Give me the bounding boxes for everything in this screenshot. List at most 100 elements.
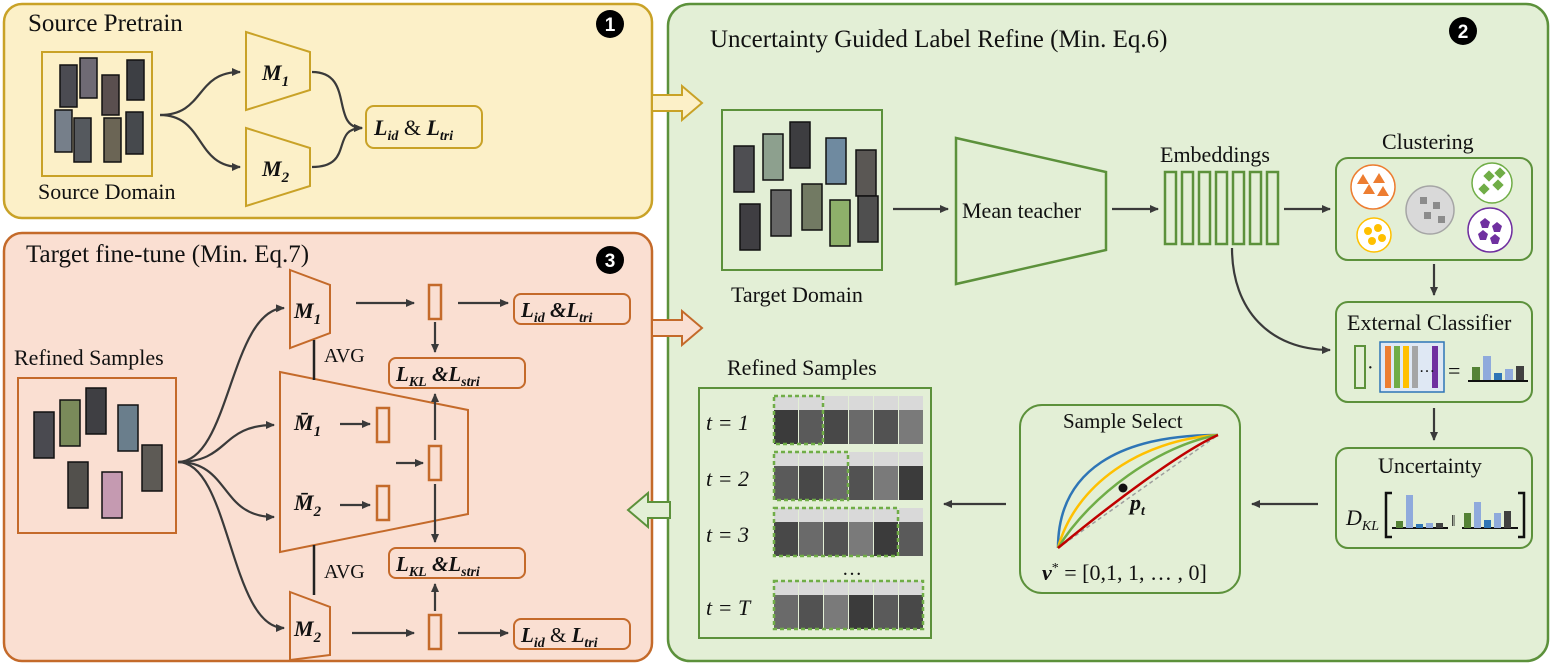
mean-teacher-label: Mean teacher [962, 198, 1082, 223]
refined-sample-umbrella [799, 581, 823, 595]
source-domain-label: Source Domain [38, 179, 175, 204]
avg-top-label: AVG [324, 345, 365, 367]
embeddings-bars [1163, 170, 1280, 246]
stage1-loss-box [365, 105, 483, 149]
refined-sample-umbrella [874, 452, 898, 466]
stage3-loss-kl-bottom-box [388, 547, 526, 579]
arrow-stage3-to-stage2 [651, 308, 704, 348]
refined-row-label: t = 1 [706, 410, 749, 435]
stage1-panel: Source Pretrain 1 Source Domain M1 M2 [2, 2, 654, 220]
kl-divergence-dists [1384, 491, 1526, 539]
svg-text:1: 1 [605, 15, 616, 36]
refined-sample-umbrella [799, 452, 823, 466]
arrow-samples-to-mbar1 [177, 421, 275, 464]
refined-row-label: t = 3 [706, 522, 749, 547]
refined-sample-umbrella [874, 508, 898, 522]
arrow-samples-to-m1 [177, 304, 285, 464]
mean-teacher-shape [954, 136, 1108, 286]
stage3-loss-top-label: Lid &Ltri [520, 298, 592, 326]
classifier-output-dist [1468, 356, 1528, 382]
svg-text:3: 3 [605, 251, 616, 272]
svg-text:2: 2 [1458, 22, 1469, 43]
refined-rows: t = 1 t = 2 t = 3 t = T [706, 394, 925, 631]
refined-sample-umbrella [899, 396, 923, 410]
stage3-feat-mean [427, 444, 443, 482]
kl-parallel: ‖ [1451, 513, 1456, 530]
refined-sample-umbrella [874, 581, 898, 595]
stage1-model2-shape [245, 126, 311, 208]
stage2-panel: Uncertainty Guided Label Refine (Min. Eq… [666, 2, 1550, 663]
arrow-source-to-m1 [159, 68, 241, 117]
arrow-stage2-to-stage3 [626, 490, 671, 530]
classifier-input-feature [1354, 345, 1366, 389]
refined-sample-umbrella [799, 508, 823, 522]
arrow-samples-to-mbar2 [177, 460, 275, 521]
refined-row-label: t = 2 [706, 466, 749, 491]
refined-sample-umbrella [849, 508, 873, 522]
stage3-loss-bottom-box [513, 618, 631, 650]
refined-sample-umbrella [849, 452, 873, 466]
stage3-mbar1-label: M̄1 [293, 410, 321, 440]
uncertainty-label: Uncertainty [1378, 453, 1482, 478]
refined-sample-umbrella [824, 396, 848, 410]
arrow-m1-to-loss [311, 70, 363, 132]
stage3-feat-mbar2 [375, 484, 391, 522]
refined-sample-umbrella [799, 396, 823, 410]
pt-point [1118, 483, 1128, 493]
refined-sample-umbrella [774, 581, 798, 595]
stage3-mbar2-label: M̄2 [293, 490, 322, 520]
stage1-title: Source Pretrain [28, 10, 183, 37]
stage3-refined-images [17, 377, 177, 534]
refined-sample-umbrella [774, 452, 798, 466]
refined-selection-highlight [772, 450, 850, 502]
stage3-title: Target fine-tune (Min. Eq.7) [26, 241, 309, 268]
classifier-dot-op: · [1367, 357, 1374, 379]
stage3-feat-mbar1 [375, 406, 391, 444]
stage3-feat-bottom [427, 613, 443, 651]
refined-sample-umbrella [824, 452, 848, 466]
clustering-box [1335, 157, 1533, 261]
classifier-equals: = [1448, 358, 1460, 383]
stage3-refined-samples-label: Refined Samples [14, 345, 164, 370]
stage2-badge: 2 [1449, 17, 1477, 45]
stage3-panel: Target fine-tune (Min. Eq.7) 3 Refined S… [2, 231, 654, 663]
arrow-samples-to-m2 [177, 460, 285, 632]
refined-sample-umbrella [899, 508, 923, 522]
refined-row-label: t = T [706, 595, 752, 620]
stage1-model1-label: M1 [261, 60, 289, 90]
refined-sample-umbrella [824, 508, 848, 522]
stage1-badge: 1 [596, 10, 624, 38]
refined-sample-umbrella [774, 396, 798, 410]
arrow-m2-to-loss [311, 124, 363, 169]
refined-sample-umbrella [849, 396, 873, 410]
dkl-label: DKL [1345, 505, 1379, 534]
avg-bottom-label: AVG [324, 561, 365, 583]
stage3-mean-model-shape [279, 370, 469, 554]
source-domain-images [41, 51, 153, 177]
refined-dots: … [842, 558, 862, 580]
stage1-loss-label: Lid & Ltri [373, 115, 453, 144]
classifier-dots: … [1419, 359, 1435, 376]
target-domain-images [721, 109, 883, 271]
stage3-loss-kl-top-label: LKL &Lstri [395, 362, 480, 390]
stage2-refined-samples-label: Refined Samples [727, 355, 877, 380]
refined-sample-umbrella [774, 508, 798, 522]
refined-sample-umbrella [899, 452, 923, 466]
stage3-model1-shape [289, 268, 331, 350]
refined-sample-umbrella [849, 581, 873, 595]
external-classifier-label: External Classifier [1347, 310, 1512, 335]
target-domain-label: Target Domain [731, 282, 863, 307]
stage3-model2-shape [289, 590, 331, 662]
arrow-source-to-m2 [159, 113, 241, 171]
refined-sample-umbrella [824, 581, 848, 595]
pt-label: pt [1128, 490, 1146, 519]
embeddings-label: Embeddings [1160, 142, 1270, 167]
stage3-model1-label: M1 [293, 298, 321, 328]
stage3-feat-top [427, 283, 443, 321]
classifier-weight-matrix [1379, 341, 1445, 393]
vstar-label: v* = [0,1, 1, … , 0] [1042, 560, 1207, 585]
refined-selection-highlight [772, 394, 825, 446]
arrow-stage1-to-stage2 [651, 83, 704, 123]
stage3-loss-top-box [513, 293, 631, 325]
